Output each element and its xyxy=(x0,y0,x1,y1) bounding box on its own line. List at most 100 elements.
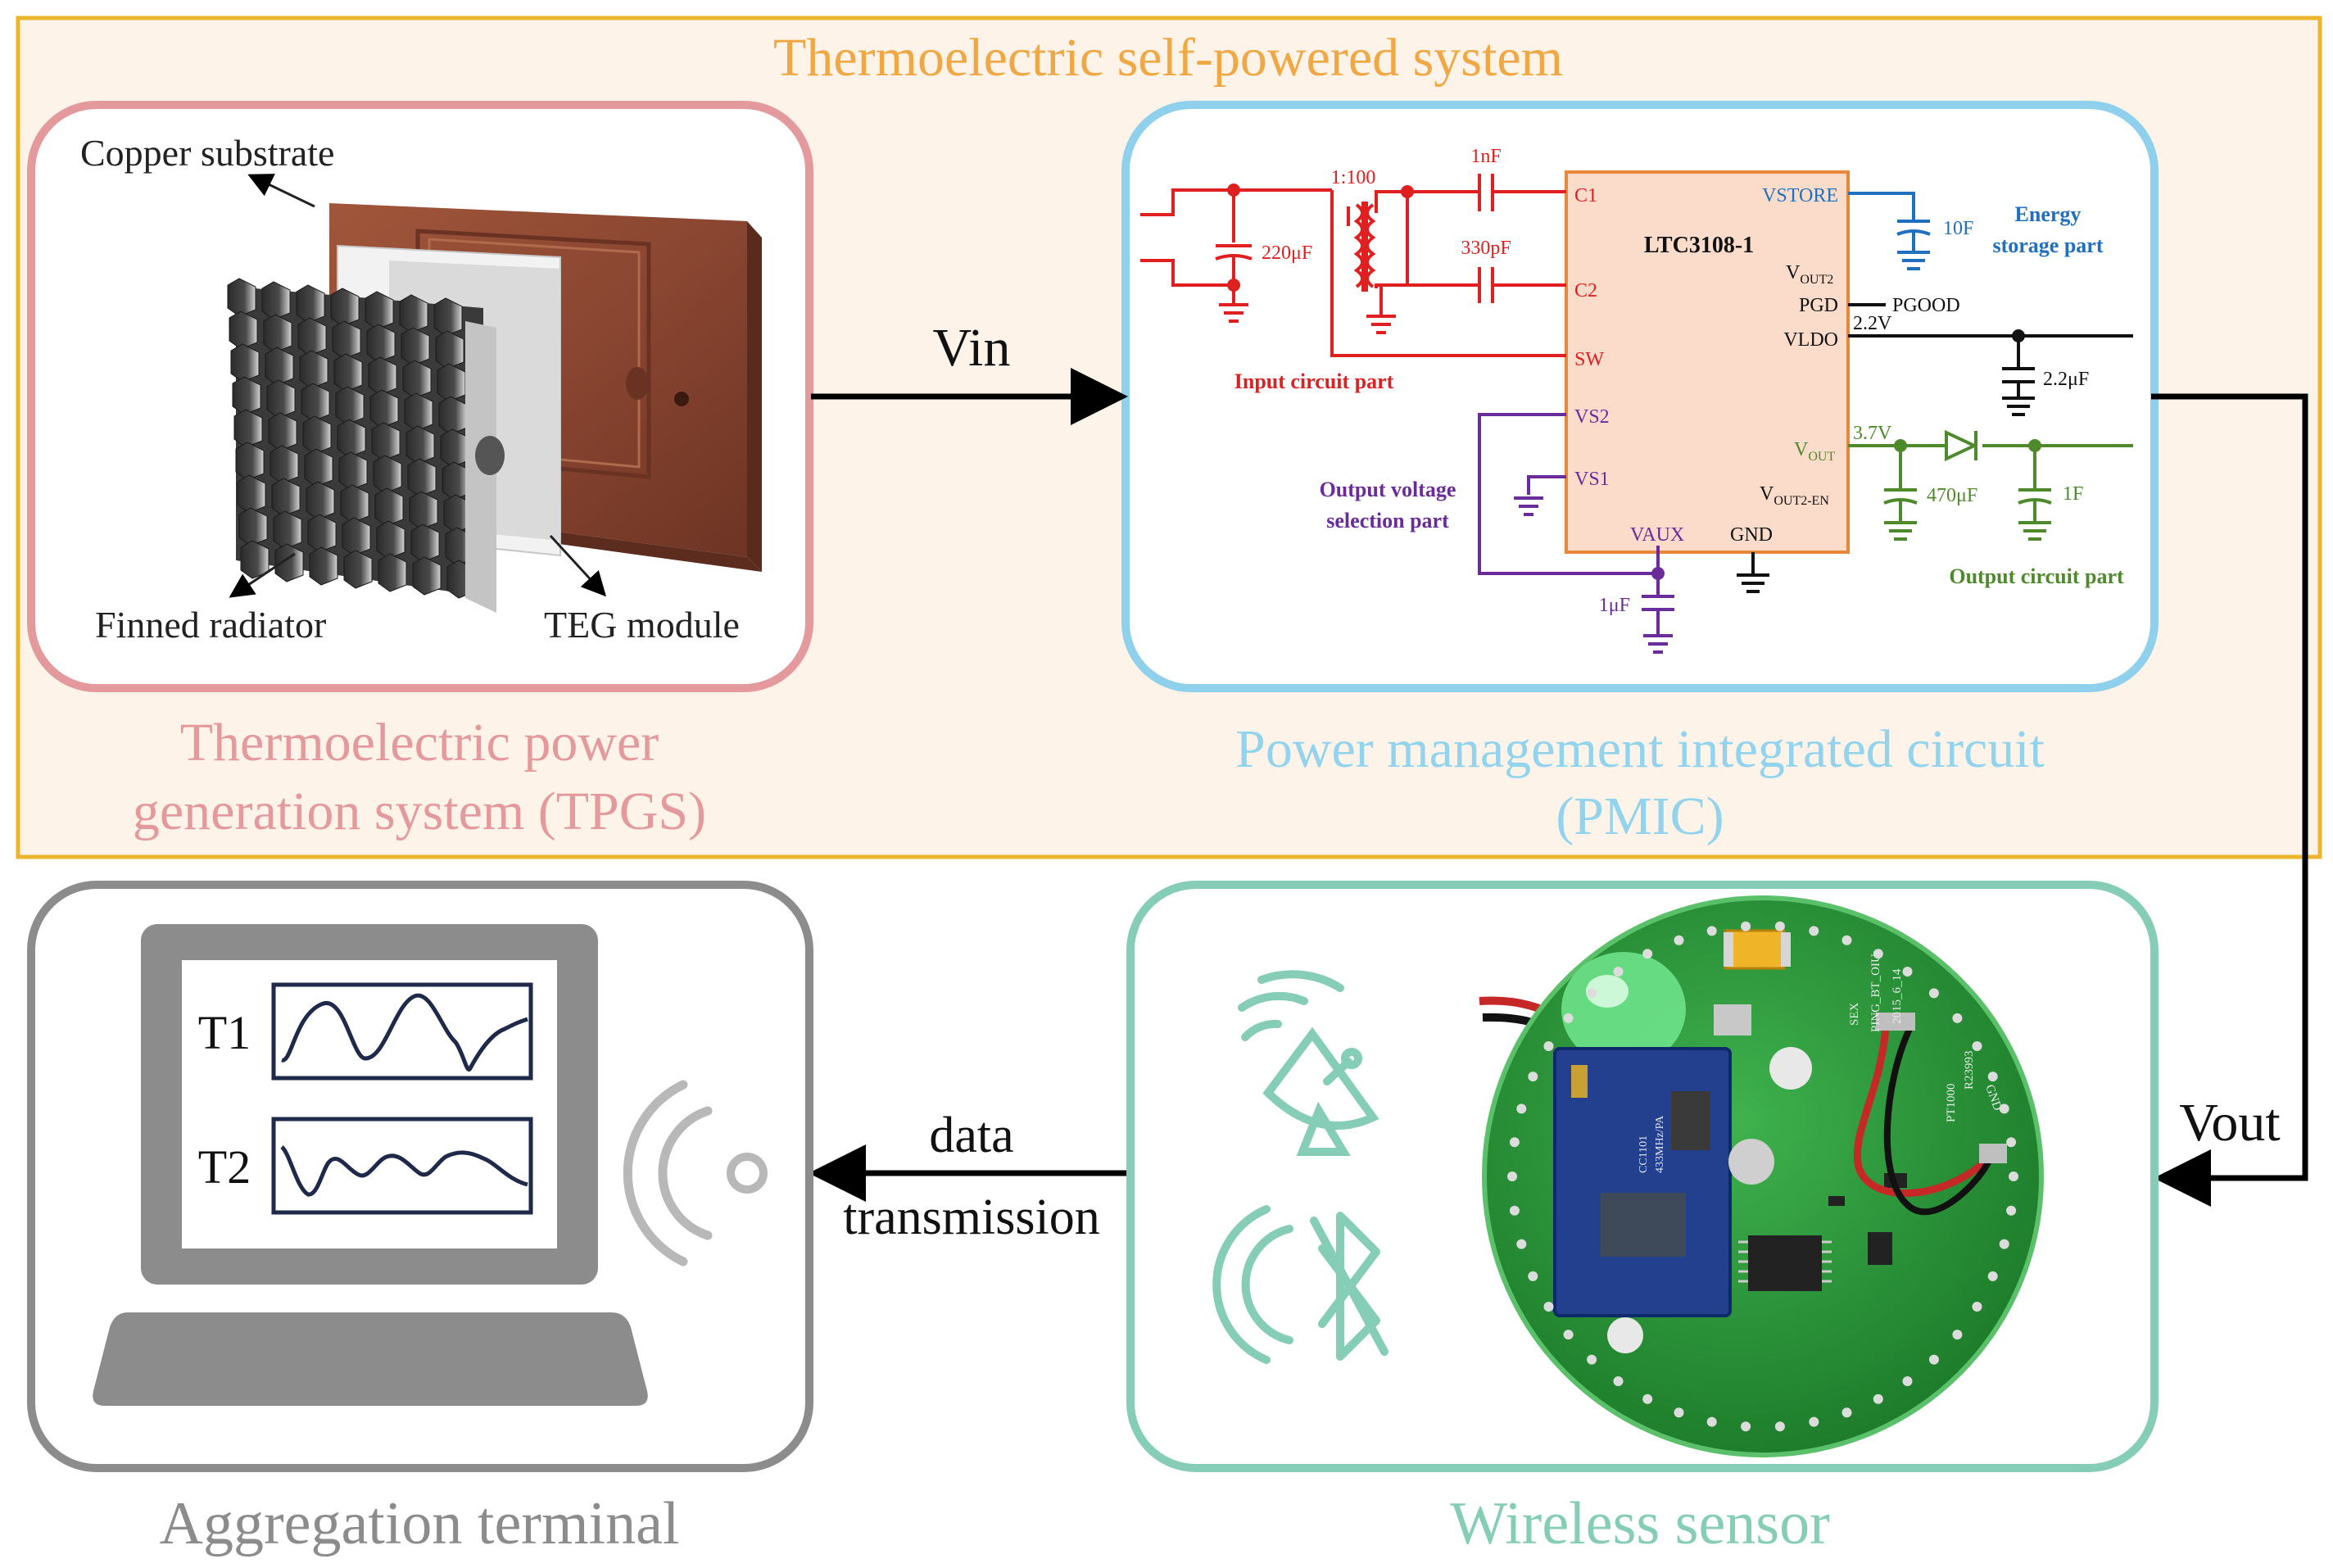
pin-vldo: VLDO xyxy=(1783,329,1838,351)
radiator-fin xyxy=(270,445,299,484)
pcb-via xyxy=(1642,949,1653,959)
label-copper-substrate: Copper substrate xyxy=(80,132,334,174)
cap-1nf: 1nF xyxy=(1470,146,1501,167)
system-title: Thermoelectric self-powered system xyxy=(773,28,1563,88)
tpgs-caption-line2: generation system (TPGS) xyxy=(133,782,706,841)
t2-label: T2 xyxy=(198,1140,251,1194)
radiator-fin xyxy=(302,415,332,455)
pcb-via xyxy=(1674,935,1684,945)
radiator-fin xyxy=(440,428,469,468)
cap-10f: 10F xyxy=(1943,218,1973,239)
output-nodes xyxy=(1894,439,2041,452)
radiator-fin xyxy=(412,556,442,596)
label-energy-2: storage part xyxy=(1992,233,2103,257)
radiator-fin xyxy=(297,317,327,356)
label-output-select-2: selection part xyxy=(1326,509,1449,532)
radiator-fin xyxy=(229,310,258,350)
output-select-circuit xyxy=(1478,413,1674,634)
pcb-yellow-cap xyxy=(1724,929,1786,970)
pmic-panel: LTC3108-1 C1 C2 SW VS2 VS1 VAUX GND VSTO… xyxy=(1121,101,2159,846)
t1-label: T1 xyxy=(198,1006,251,1059)
label-energy-1: Energy xyxy=(2015,202,2082,226)
t2-plot-frame xyxy=(271,1117,533,1215)
radiator-fin xyxy=(369,389,399,428)
data-arrow: data transmission xyxy=(809,1108,1129,1245)
pcb-via xyxy=(1774,1421,1785,1432)
pcb-via xyxy=(1841,1407,1852,1418)
pcb-sex: SEX xyxy=(1848,1002,1861,1026)
label-teg-module: TEG module xyxy=(544,604,740,646)
select-ground-1 xyxy=(1514,496,1543,516)
radiator-fin xyxy=(338,451,368,491)
pcb-via xyxy=(1674,1407,1684,1418)
pcb-hole-upper xyxy=(1769,1047,1812,1090)
radiator-fin xyxy=(401,327,430,366)
label-output-select-1: Output voltage xyxy=(1320,478,1456,501)
chip-name: LTC3108-1 xyxy=(1644,233,1754,258)
pin-vstore: VSTORE xyxy=(1762,185,1838,206)
pcb-via xyxy=(1706,926,1717,936)
pmic-caption-line1: Power management integrated circuit xyxy=(1235,719,2045,779)
wifi-signal-icon xyxy=(623,1080,768,1267)
pcb-via xyxy=(1642,1394,1653,1404)
cap-220uf: 220μF xyxy=(1262,242,1312,264)
radiator-fin xyxy=(371,422,401,461)
radiator-fin xyxy=(263,314,292,353)
pcb-ic xyxy=(1748,1235,1822,1291)
transformer-ratio: 1:100 xyxy=(1331,167,1376,188)
pcb-via xyxy=(1928,1354,1939,1365)
radiator-fin xyxy=(409,491,438,530)
output-circuit xyxy=(1848,429,2133,541)
pointer-radiator xyxy=(229,552,296,598)
radiator-fin xyxy=(374,487,404,527)
radiator-knob xyxy=(475,436,505,475)
radiator-fin xyxy=(404,392,433,432)
pcb-via xyxy=(1873,949,1883,959)
radiator-fin xyxy=(266,379,296,419)
ltc3108-chip xyxy=(1565,170,1850,554)
radiator-fin xyxy=(373,455,402,494)
pcb-via xyxy=(1528,1072,1538,1082)
ldo-circuit xyxy=(1848,303,2133,416)
pcb-via xyxy=(1516,1239,1527,1249)
pcb-via xyxy=(1516,1103,1527,1114)
pin-c1: C1 xyxy=(1574,185,1597,206)
t1-plot-frame xyxy=(271,982,533,1081)
radiator-fin xyxy=(368,356,397,396)
vin-label: Vin xyxy=(932,318,1010,378)
radiator-fin xyxy=(304,448,333,487)
pcb-via xyxy=(1972,1041,1982,1051)
radiator-fin xyxy=(299,350,328,389)
pcb-via xyxy=(1587,1354,1597,1365)
pcb-r23993: R23993 xyxy=(1963,1050,1976,1090)
finned-radiator xyxy=(227,278,496,613)
radiator-fin xyxy=(410,523,440,563)
pcb-via xyxy=(1972,1302,1982,1312)
sensor-caption: Wireless sensor xyxy=(1450,1490,1830,1557)
pin-vs1: VS1 xyxy=(1574,469,1610,490)
pin-vaux: VAUX xyxy=(1630,524,1684,546)
tpgs-caption-line1: Thermoelectric power xyxy=(180,713,659,773)
radiator-fin xyxy=(376,520,405,560)
radiator-fin xyxy=(233,409,263,448)
pcb-via xyxy=(1613,1376,1624,1386)
pin-gnd: GND xyxy=(1730,524,1773,546)
select-node xyxy=(1651,567,1665,580)
radiator-fin xyxy=(335,386,365,425)
pmic-caption-line2: (PMIC) xyxy=(1556,786,1724,846)
sensor-pcb: 433MHz/PA CC1101 xyxy=(1479,895,2044,1457)
label-output-circuit: Output circuit part xyxy=(1949,564,2124,588)
t1-trace xyxy=(281,993,528,1072)
sensor-wire-red xyxy=(1853,1026,1994,1197)
radiator-fin xyxy=(437,363,466,402)
radiator-fin xyxy=(435,330,464,369)
pcb-via xyxy=(1613,967,1624,977)
pcb-via xyxy=(1741,1421,1751,1432)
radiator-fin xyxy=(333,353,363,392)
input-circuit xyxy=(1140,174,1566,357)
radiator-fin xyxy=(407,458,437,497)
radiator-fin xyxy=(261,281,291,320)
radiator-fin xyxy=(330,288,360,327)
radiator-fin xyxy=(343,550,373,589)
radiator-fin xyxy=(365,291,394,330)
